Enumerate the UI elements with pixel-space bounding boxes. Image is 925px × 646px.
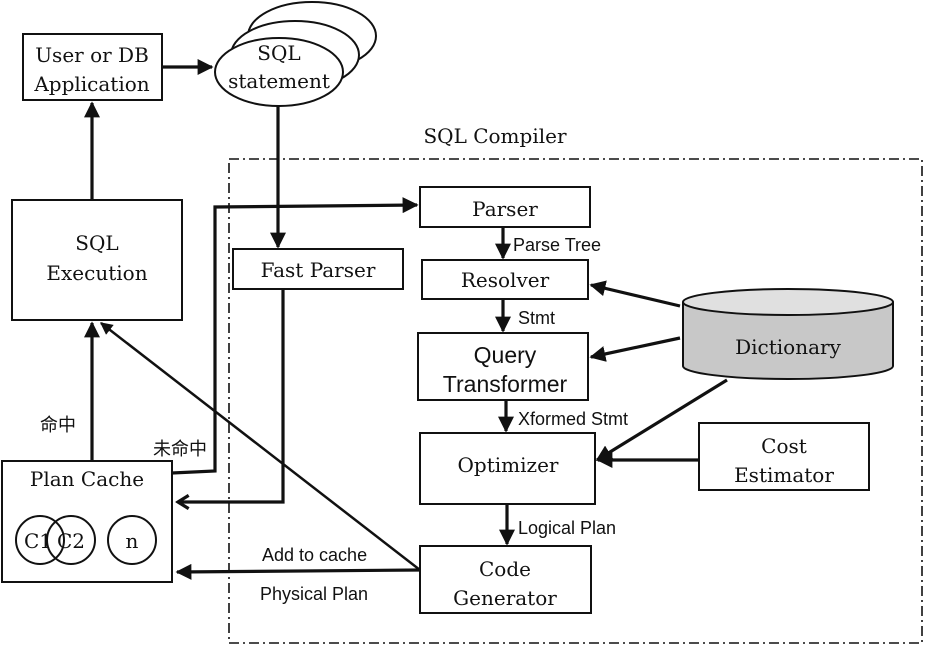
resolver-node[interactable]: Resolver	[421, 259, 589, 300]
cache-entry-n[interactable]	[107, 515, 157, 565]
code-generator-label-2: Generator	[453, 586, 557, 610]
sql-statement-node[interactable]: SQL statement	[214, 1, 377, 107]
code-generator-node[interactable]: Code Generator	[419, 545, 592, 614]
edge-dictionary-to-optimizer	[595, 378, 728, 462]
sql-statement-label-1: SQL	[257, 41, 300, 65]
label-cache-miss: 未命中	[153, 439, 207, 460]
label-add-to-cache: Add to cache	[262, 545, 367, 565]
user-app-node[interactable]: User or DB Application	[22, 33, 163, 101]
cost-estimator-node[interactable]: Cost Estimator	[698, 422, 870, 491]
cost-estimator-label-1: Cost	[761, 434, 807, 458]
edge-dictionary-to-resolver	[589, 280, 681, 308]
cache-entry-c1-label: C1	[24, 529, 52, 553]
fast-parser-label: Fast Parser	[261, 258, 376, 282]
plan-cache-label: Plan Cache	[30, 467, 144, 491]
cache-entry-c2[interactable]	[46, 515, 96, 565]
label-parse-tree: Parse Tree	[513, 235, 601, 255]
sql-execution-label-2: Execution	[46, 261, 147, 285]
optimizer-label: Optimizer	[458, 453, 559, 477]
cache-entry-n-label: n	[126, 529, 139, 553]
resolver-label: Resolver	[461, 268, 550, 292]
cache-entry-c2-label: C2	[57, 529, 85, 553]
user-app-label-1: User or DB	[35, 43, 149, 67]
label-xformed-stmt: Xformed Stmt	[518, 409, 628, 429]
edge-codegen-to-execution	[100, 322, 421, 571]
query-transformer-label-1: Query	[474, 342, 537, 368]
fast-parser-node[interactable]: Fast Parser	[232, 248, 404, 290]
dictionary-node[interactable]: Dictionary	[682, 288, 894, 380]
dictionary-label: Dictionary	[735, 335, 841, 359]
query-transformer-node[interactable]: Query Transformer	[417, 332, 589, 401]
edge-fast-parser-to-plan-cache	[178, 289, 285, 502]
optimizer-node[interactable]: Optimizer	[419, 432, 596, 505]
parser-node[interactable]: Parser	[419, 186, 591, 228]
cache-entry-c1[interactable]	[15, 515, 65, 565]
sql-execution-label-1: SQL	[75, 231, 118, 255]
parser-label: Parser	[472, 197, 538, 221]
cost-estimator-label-2: Estimator	[734, 463, 834, 487]
edge-cache-miss-to-parser	[171, 197, 419, 475]
sql-statement-label-2: statement	[228, 69, 330, 93]
user-app-label-2: Application	[33, 72, 149, 96]
sql-compiler-boundary	[228, 158, 923, 644]
label-stmt: Stmt	[518, 308, 555, 328]
query-transformer-label-2: Transformer	[443, 371, 568, 397]
sql-execution-node[interactable]: SQL Execution	[11, 199, 183, 321]
code-generator-label-1: Code	[479, 557, 531, 581]
label-logical-plan: Logical Plan	[518, 518, 616, 538]
edge-codegen-to-plan-cache	[175, 563, 421, 580]
label-cache-hit: 命中	[40, 415, 76, 436]
sql-compiler-title: SQL Compiler	[423, 124, 566, 148]
edge-dictionary-to-transformer	[589, 336, 681, 362]
label-physical-plan: Physical Plan	[260, 584, 368, 604]
plan-cache-node[interactable]: Plan Cache C1 C2 n	[1, 460, 173, 583]
